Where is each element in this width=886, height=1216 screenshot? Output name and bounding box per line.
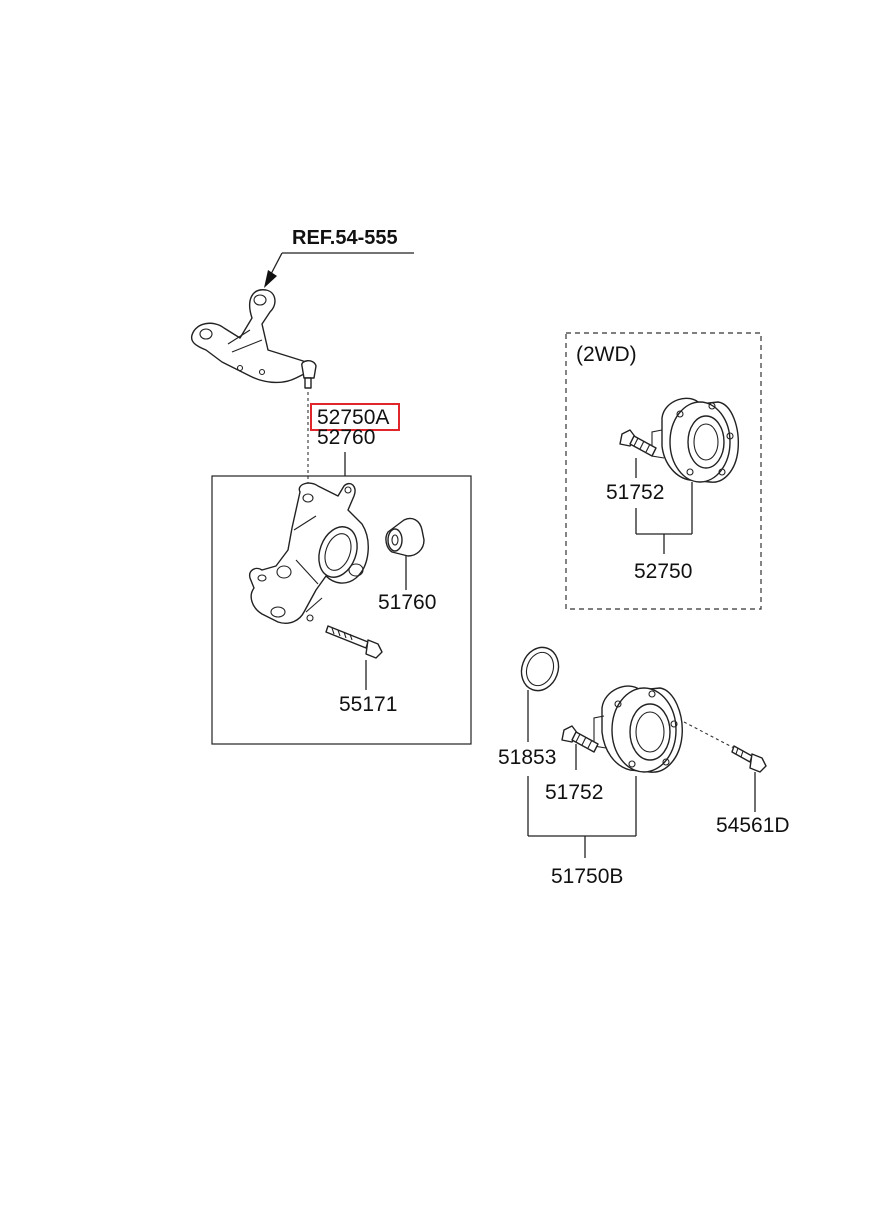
hub-bearing-assy[interactable] — [593, 685, 683, 773]
part-label-51750b[interactable]: 51750B — [551, 865, 623, 888]
mount-bolt-guide — [683, 721, 735, 749]
bushing[interactable] — [385, 517, 425, 557]
variant-2wd-label[interactable]: (2WD) — [576, 343, 637, 366]
hub-bearing-2wd[interactable] — [651, 397, 739, 483]
part-label-55171[interactable]: 55171 — [339, 693, 397, 716]
control-arm-ref[interactable] — [190, 289, 317, 389]
highlight-box — [310, 403, 400, 431]
part-label-51752-2wd[interactable]: 51752 — [606, 481, 664, 504]
part-label-51760[interactable]: 51760 — [378, 591, 436, 614]
hub-bolt[interactable] — [561, 725, 599, 753]
steering-knuckle[interactable] — [248, 482, 369, 624]
part-label-52760[interactable]: 52760 — [317, 426, 375, 449]
hub-bolt-2wd[interactable] — [619, 429, 657, 457]
mount-bolt[interactable] — [731, 745, 767, 773]
hub-assy-bracket — [527, 776, 637, 858]
part-label-51853[interactable]: 51853 — [498, 746, 556, 769]
knuckle-bolt[interactable] — [325, 625, 383, 659]
part-label-54561d[interactable]: 54561D — [716, 814, 790, 837]
part-label-52750a[interactable]: 52750A — [317, 406, 389, 429]
part-label-52750[interactable]: 52750 — [634, 560, 692, 583]
hub-2wd-bracket — [635, 458, 693, 554]
variant-2wd-frame — [565, 332, 762, 610]
ref-label[interactable]: REF.54-555 — [292, 227, 398, 249]
ref-callout — [264, 252, 414, 288]
part-label-51752[interactable]: 51752 — [545, 781, 603, 804]
o-ring[interactable] — [516, 642, 565, 696]
knuckle-group-frame — [211, 475, 472, 745]
